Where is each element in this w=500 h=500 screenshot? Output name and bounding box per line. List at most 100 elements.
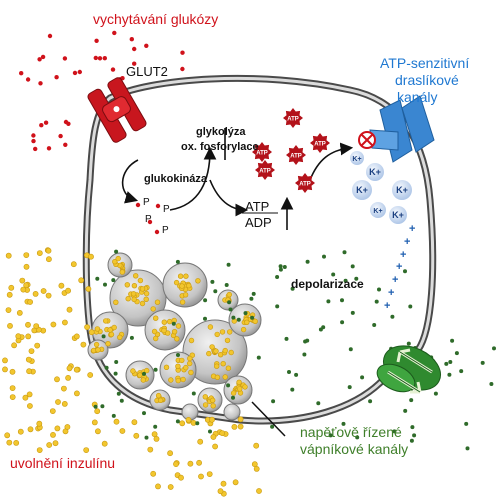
svg-text:P: P bbox=[162, 225, 169, 236]
insulin-dot bbox=[28, 348, 35, 354]
glucose-dot bbox=[112, 30, 117, 36]
calcium-dot bbox=[294, 372, 299, 377]
phosphorylated-glucose: P P P P bbox=[135, 197, 170, 236]
granule-insulin-dot bbox=[174, 336, 180, 342]
granule-insulin-dot bbox=[230, 390, 237, 396]
calcium-dot bbox=[175, 419, 180, 424]
glucose-dot bbox=[102, 56, 108, 61]
calcium-dot bbox=[403, 269, 407, 274]
granule-insulin-dot bbox=[227, 329, 233, 335]
insulin-dot bbox=[49, 408, 56, 414]
glucose-dot bbox=[58, 133, 63, 139]
granule-insulin-dot bbox=[139, 286, 146, 292]
insulin-dot bbox=[212, 443, 218, 450]
calcium-dot bbox=[231, 395, 235, 400]
granule-insulin-dot bbox=[195, 278, 201, 284]
calcium-dot bbox=[350, 310, 355, 315]
insulin-dot bbox=[88, 253, 94, 260]
granule-insulin-dot bbox=[112, 259, 118, 265]
insulin-dot bbox=[219, 430, 226, 436]
granule-insulin-dot bbox=[173, 279, 180, 286]
glucose-dot bbox=[144, 43, 149, 48]
svg-text:ATP: ATP bbox=[314, 142, 326, 148]
calcium-dot bbox=[153, 424, 158, 429]
calcium-dot bbox=[392, 429, 397, 434]
svg-text:ATP: ATP bbox=[299, 182, 311, 188]
granule-insulin-dot bbox=[113, 299, 119, 305]
granule-insulin-dot bbox=[179, 357, 185, 364]
calcium-dot bbox=[256, 355, 261, 360]
glucose-dot bbox=[180, 66, 185, 72]
exocytosis-pointer bbox=[251, 401, 286, 437]
insulin-dot bbox=[237, 416, 244, 423]
insulin-dot bbox=[26, 391, 33, 398]
granule-insulin-dot bbox=[236, 379, 242, 385]
calcium-dot bbox=[228, 307, 233, 312]
calcium-dot bbox=[203, 316, 207, 321]
insulin-dot bbox=[7, 322, 13, 329]
granule-insulin-dot bbox=[171, 329, 178, 335]
calcium-dot bbox=[448, 360, 453, 364]
granule-insulin-dot bbox=[186, 282, 192, 289]
glucose-dot bbox=[33, 146, 38, 152]
insulin-dot bbox=[8, 284, 15, 291]
calcium-dot bbox=[377, 287, 381, 292]
calcium-dot bbox=[464, 421, 469, 426]
granule-insulin-dot bbox=[130, 368, 136, 374]
calcium-dot bbox=[433, 391, 438, 396]
insulin-dot bbox=[40, 288, 47, 294]
insulin-dot bbox=[36, 420, 43, 427]
calcium-dot bbox=[348, 347, 353, 352]
insulin-dot bbox=[5, 252, 12, 259]
adp-label: ADP bbox=[245, 215, 272, 230]
insulin-dot bbox=[64, 424, 71, 430]
insulin-dot bbox=[45, 292, 52, 299]
insulin-dot bbox=[206, 471, 213, 477]
calcium-dot bbox=[119, 398, 124, 403]
calcium-dot bbox=[360, 375, 365, 380]
insulin-dot bbox=[66, 365, 73, 372]
insulin-dot bbox=[62, 319, 68, 326]
calcium-dot bbox=[231, 315, 236, 320]
granule-insulin-dot bbox=[210, 403, 216, 409]
insulin-dot bbox=[34, 342, 41, 349]
calcium-dot bbox=[111, 413, 116, 418]
svg-text:K+: K+ bbox=[373, 208, 382, 215]
insulin-dot bbox=[36, 447, 43, 453]
calcium-dot bbox=[328, 433, 333, 438]
calcium-dot bbox=[340, 298, 344, 303]
granule-insulin-dot bbox=[207, 324, 214, 330]
insulin-dot bbox=[33, 323, 40, 329]
svg-text:K+: K+ bbox=[392, 210, 404, 220]
calcium-dot bbox=[250, 315, 255, 320]
insulin-dot bbox=[231, 423, 238, 430]
glucose-dot bbox=[63, 119, 69, 125]
granule-insulin-dot bbox=[237, 386, 243, 392]
insulin-dot bbox=[54, 376, 60, 383]
k-channel-label-line3: kanály bbox=[397, 89, 438, 105]
insulin-dot bbox=[95, 428, 101, 435]
glucose-dot bbox=[129, 37, 134, 42]
granule-insulin-dot bbox=[153, 335, 159, 342]
insulin-dot bbox=[178, 474, 184, 481]
calcium-dot bbox=[271, 399, 276, 404]
calcium-dot bbox=[444, 361, 449, 366]
insulin-molecules bbox=[2, 247, 262, 497]
insulin-dot bbox=[253, 442, 260, 449]
insulin-dot bbox=[167, 484, 174, 490]
calcium-dot bbox=[100, 404, 105, 409]
insulin-dot bbox=[85, 286, 92, 292]
insulin-dot bbox=[101, 440, 108, 447]
insulin-dot bbox=[23, 252, 30, 258]
insulin-dot bbox=[131, 419, 138, 426]
insulin-dot bbox=[133, 432, 140, 439]
granule-insulin-dot bbox=[168, 377, 174, 383]
granule-insulin-dot bbox=[102, 318, 109, 324]
insulin-dot bbox=[151, 431, 158, 438]
glucose-uptake-label: vychytávání glukózy bbox=[93, 11, 219, 27]
insulin-dot bbox=[179, 420, 186, 427]
insulin-dot bbox=[73, 333, 80, 340]
granule-insulin-dot bbox=[222, 374, 228, 380]
insulin-dot bbox=[253, 465, 260, 472]
